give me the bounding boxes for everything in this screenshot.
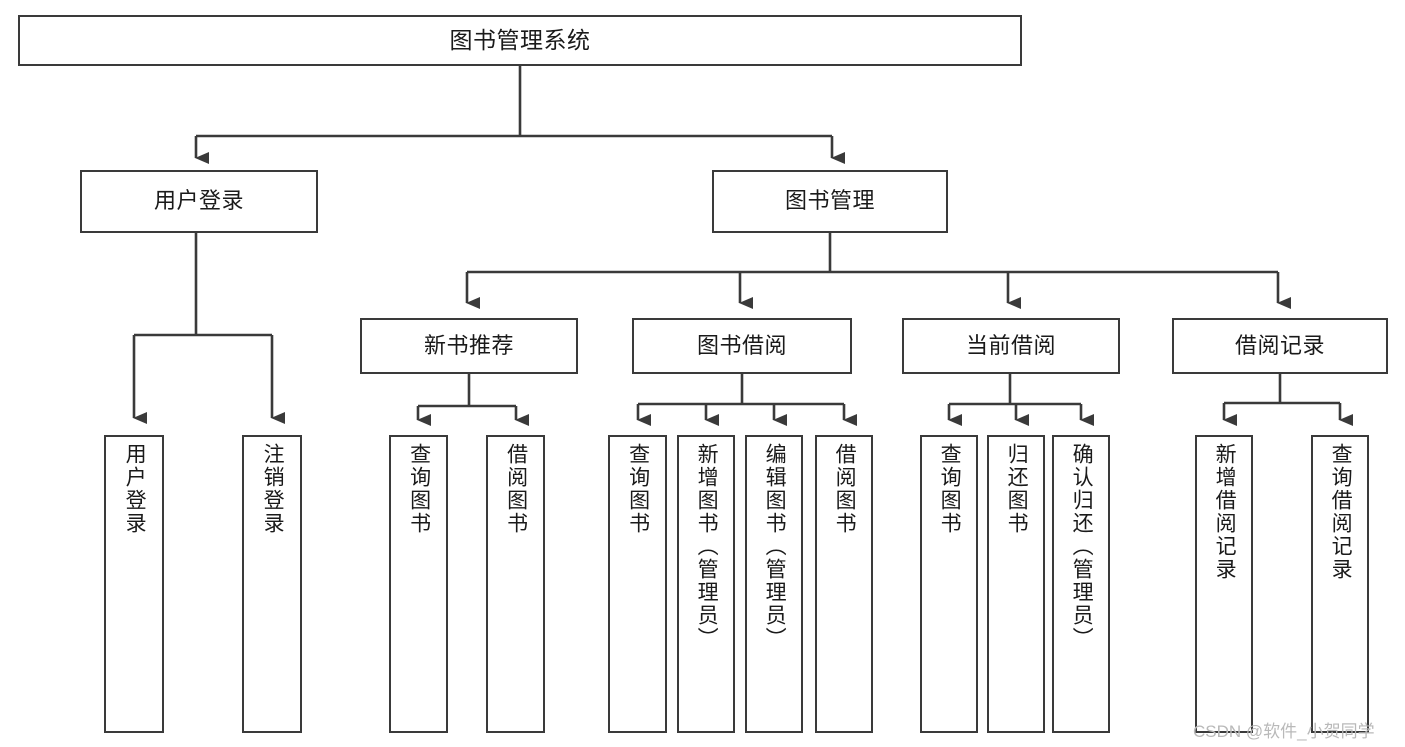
node-book-management[interactable]: 图书管理 — [712, 170, 948, 233]
node-current-borrow[interactable]: 当前借阅 — [902, 318, 1120, 374]
node-book-borrow[interactable]: 图书借阅 — [632, 318, 852, 374]
leaf-add-book[interactable]: 新增图书（管理员） — [677, 435, 735, 733]
leaf-borrow-book-2[interactable]: 借阅图书 — [815, 435, 873, 733]
leaf-query-book-3[interactable]: 查询图书 — [920, 435, 978, 733]
node-label: 编辑图书（管理员） — [763, 443, 787, 650]
leaf-edit-book[interactable]: 编辑图书（管理员） — [745, 435, 803, 733]
node-label: 查询图书 — [626, 443, 650, 535]
node-label: 新书推荐 — [423, 332, 514, 358]
node-label: 查询借阅记录 — [1329, 443, 1353, 581]
leaf-return-book[interactable]: 归还图书 — [987, 435, 1045, 733]
node-borrow-record[interactable]: 借阅记录 — [1172, 318, 1388, 374]
leaf-logout-login[interactable]: 注销登录 — [242, 435, 302, 733]
node-label: 借阅记录 — [1234, 332, 1325, 358]
leaf-user-login[interactable]: 用户登录 — [104, 435, 164, 733]
node-label: 查询图书 — [938, 443, 962, 535]
node-label: 归还图书 — [1005, 443, 1029, 535]
leaf-add-record[interactable]: 新增借阅记录 — [1195, 435, 1253, 733]
node-label: 借阅图书 — [833, 443, 857, 535]
node-new-book-recommend[interactable]: 新书推荐 — [360, 318, 578, 374]
node-user-login[interactable]: 用户登录 — [80, 170, 318, 233]
node-label: 用户登录 — [123, 443, 147, 535]
node-label: 图书管理 — [784, 188, 875, 214]
leaf-query-book-2[interactable]: 查询图书 — [608, 435, 667, 733]
node-label: 新增图书（管理员） — [695, 443, 719, 650]
node-root-system[interactable]: 图书管理系统 — [18, 15, 1022, 66]
node-label: 注销登录 — [261, 443, 285, 535]
csdn-watermark: CSDN @软件_小贺同学 — [1193, 722, 1375, 741]
leaf-confirm-return[interactable]: 确认归还（管理员） — [1052, 435, 1110, 733]
node-label: 确认归还（管理员） — [1070, 443, 1094, 650]
node-label: 借阅图书 — [504, 443, 528, 535]
node-label: 查询图书 — [407, 443, 431, 535]
leaf-query-record[interactable]: 查询借阅记录 — [1311, 435, 1369, 733]
node-label: 新增借阅记录 — [1213, 443, 1237, 581]
leaf-borrow-book-1[interactable]: 借阅图书 — [486, 435, 545, 733]
node-label: 图书管理系统 — [449, 26, 591, 53]
node-label: 图书借阅 — [696, 332, 787, 358]
node-label: 用户登录 — [153, 188, 244, 214]
leaf-query-book-1[interactable]: 查询图书 — [389, 435, 448, 733]
node-label: 当前借阅 — [965, 332, 1056, 358]
